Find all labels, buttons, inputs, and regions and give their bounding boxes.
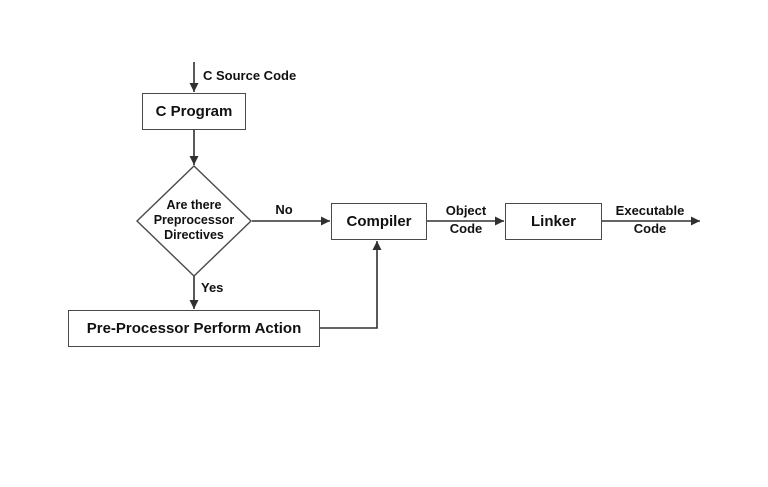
edge-label-no: No bbox=[275, 202, 293, 217]
edge-label-yes: Yes bbox=[201, 280, 224, 295]
node-compiler-label: Compiler bbox=[346, 213, 412, 230]
node-compiler: Compiler bbox=[331, 203, 427, 240]
edge-preprocessor-to-compiler bbox=[320, 241, 382, 329]
edge-label-object-code: Object Code bbox=[427, 202, 505, 238]
edge-label-object-code-line2: Code bbox=[449, 221, 483, 236]
decision-label-line3: Directives bbox=[164, 228, 224, 242]
decision-label-line2: Preprocessor bbox=[153, 213, 235, 227]
node-decision-label: Are there Preprocessor Directives bbox=[134, 198, 254, 243]
node-c-program: C Program bbox=[142, 93, 246, 130]
edge-label-object-code-line1: Object bbox=[445, 203, 487, 218]
node-pre-processor: Pre-Processor Perform Action bbox=[68, 310, 320, 347]
edge-label-executable-code: Executable Code bbox=[600, 202, 700, 238]
node-linker-label: Linker bbox=[530, 213, 576, 230]
node-linker: Linker bbox=[505, 203, 602, 240]
edge-label-executable-code-line2: Code bbox=[633, 221, 667, 236]
node-c-program-label: C Program bbox=[155, 103, 233, 120]
node-pre-processor-label: Pre-Processor Perform Action bbox=[86, 320, 302, 337]
edge-label-executable-code-line1: Executable bbox=[615, 203, 685, 218]
decision-label-line1: Are there bbox=[166, 198, 222, 212]
decision-diamond-shape bbox=[135, 165, 253, 277]
edge-label-c-source-code: C Source Code bbox=[203, 68, 297, 83]
